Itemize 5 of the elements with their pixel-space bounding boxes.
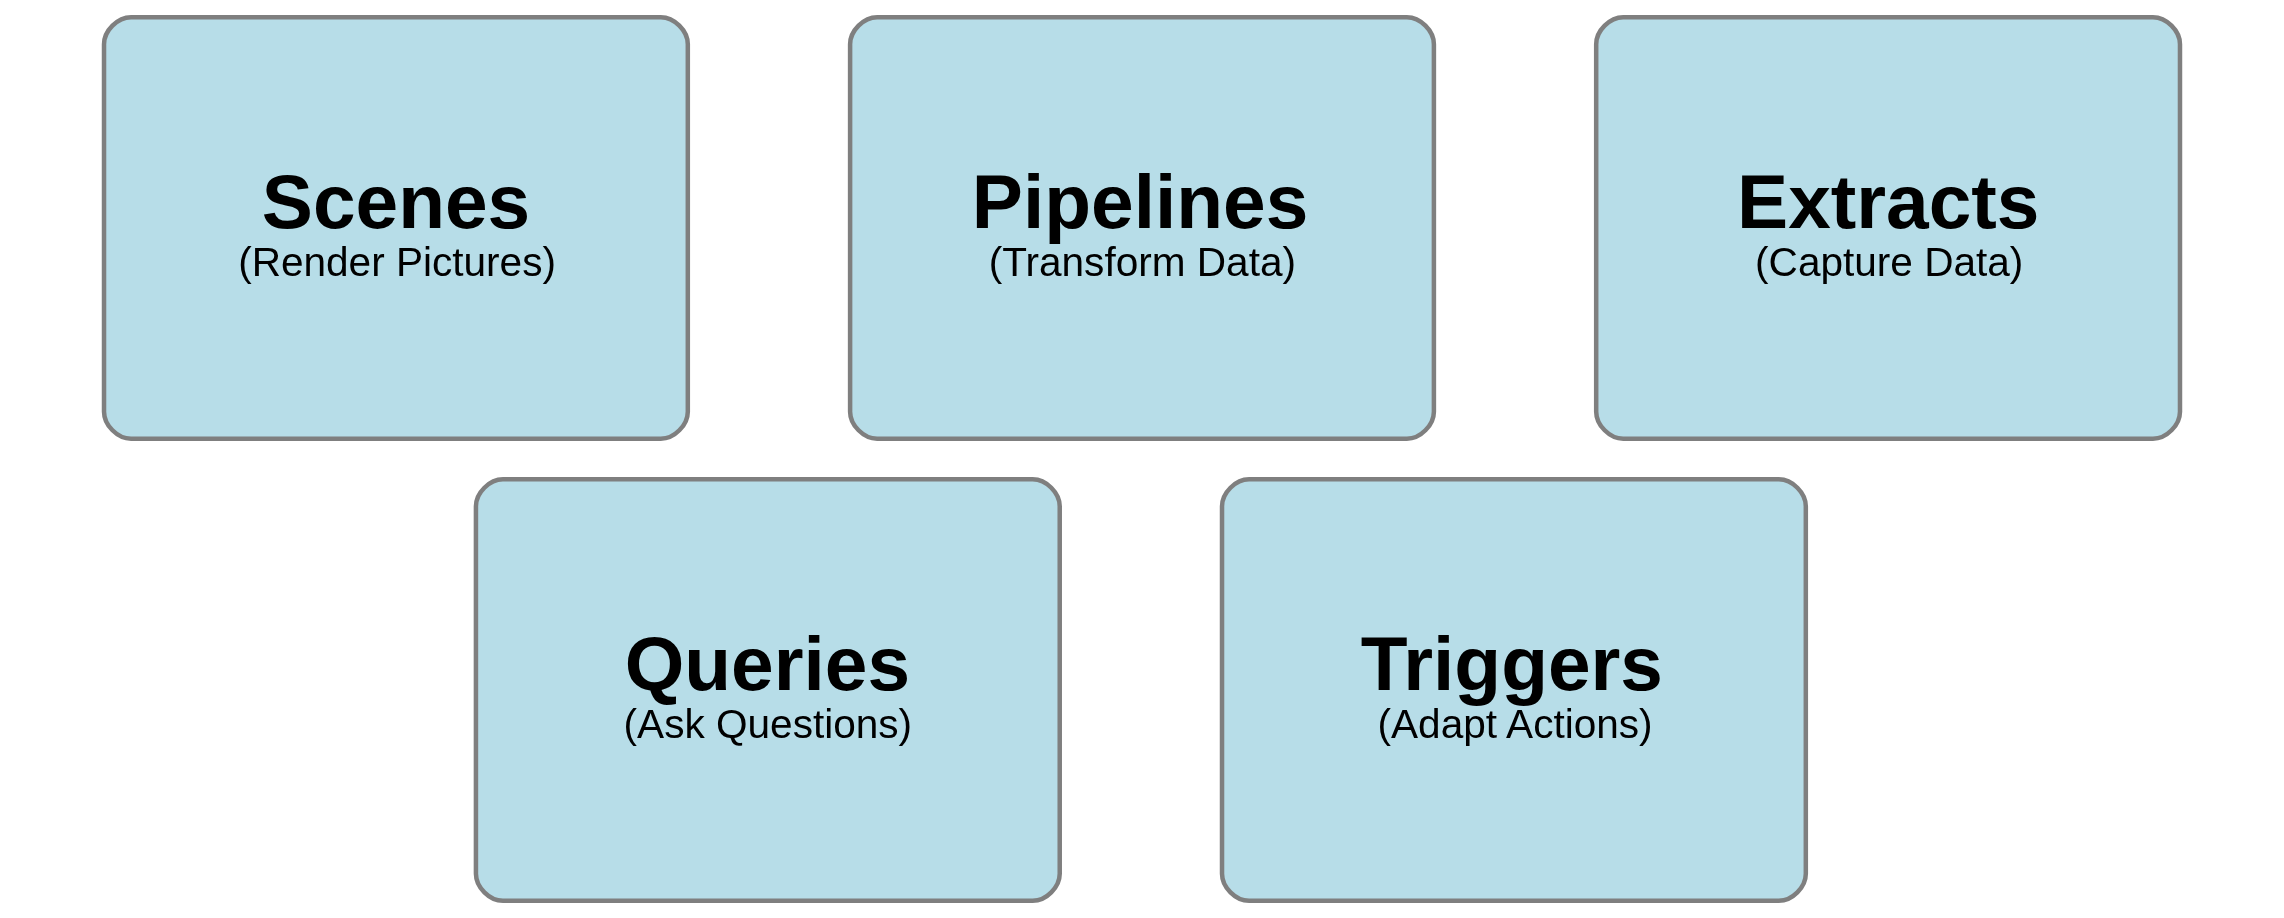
node-box: Extracts (Capture Data) (1593, 14, 2183, 441)
node-box: Queries (Ask Questions) (473, 477, 1062, 904)
node-box: Triggers (Adapt Actions) (1219, 477, 1809, 904)
node-box: Scenes (Render Pictures) (101, 14, 691, 441)
node-box: Pipelines (Transform Data) (847, 14, 1437, 441)
